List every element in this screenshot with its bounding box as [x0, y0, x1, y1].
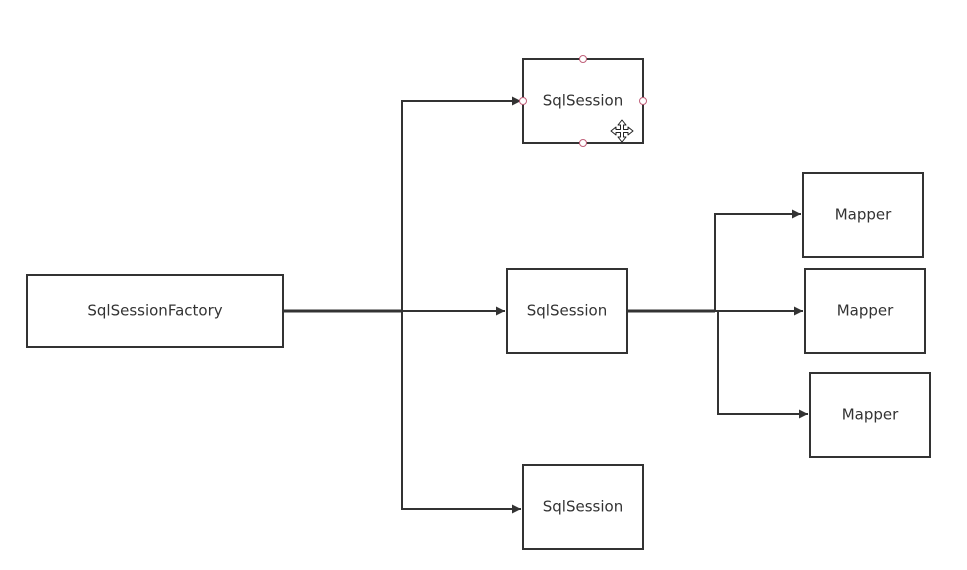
node-mapper-2[interactable]: Mapper [804, 268, 926, 354]
edges-factory [284, 96, 521, 514]
node-box [809, 372, 931, 458]
node-session-middle[interactable]: SqlSession [506, 268, 628, 354]
edge-factory-to-session-bottom[interactable] [401, 311, 521, 514]
node-label: SqlSession [543, 92, 623, 110]
edges-session [628, 209, 808, 419]
node-session-bottom[interactable]: SqlSession [522, 464, 644, 550]
resize-handle-right[interactable] [639, 97, 647, 105]
edge-session-to-mapper-1[interactable] [714, 209, 801, 311]
node-label: SqlSession [543, 498, 623, 516]
resize-handle-top[interactable] [579, 55, 587, 63]
node-mapper-3[interactable]: Mapper [809, 372, 931, 458]
node-box [802, 172, 924, 258]
node-box [522, 464, 644, 550]
node-label: Mapper [837, 302, 894, 320]
node-mapper-1[interactable]: Mapper [802, 172, 924, 258]
edge-session-to-mapper-3[interactable] [717, 311, 808, 419]
node-box [506, 268, 628, 354]
node-label: SqlSession [527, 302, 607, 320]
node-label: Mapper [842, 406, 899, 424]
node-box [804, 268, 926, 354]
resize-handle-bottom[interactable] [579, 139, 587, 147]
resize-handle-left[interactable] [519, 97, 527, 105]
node-factory[interactable]: SqlSessionFactory [26, 274, 284, 348]
edge-factory-to-session-top[interactable] [401, 96, 521, 311]
node-box [26, 274, 284, 348]
node-label: SqlSessionFactory [87, 302, 222, 320]
node-label: Mapper [835, 206, 892, 224]
move-cursor-icon [610, 119, 634, 143]
